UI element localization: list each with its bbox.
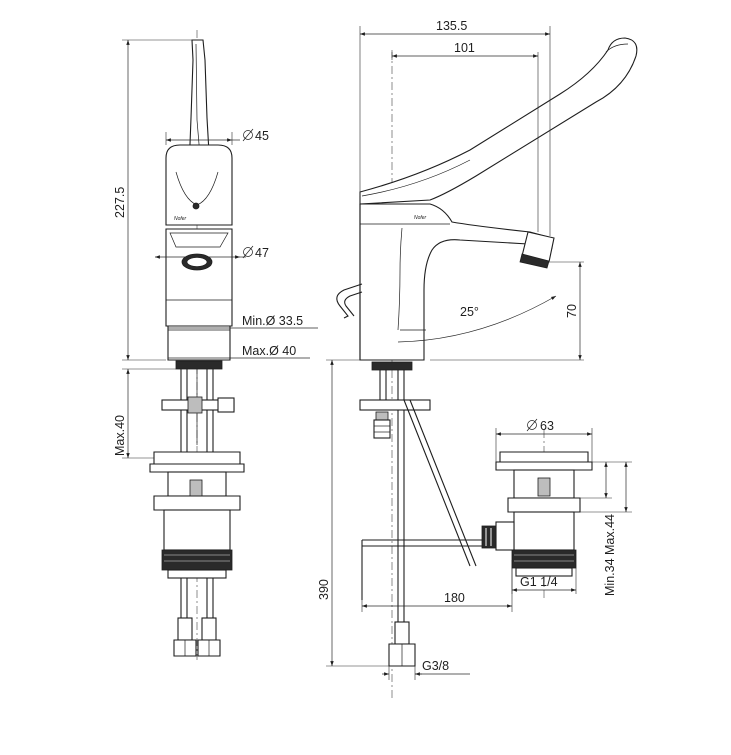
dim-max-hole: Max.Ø 40 [242, 344, 296, 358]
brand-logo-side: Nofer [414, 215, 427, 221]
dim-waste-thread: G1 1/4 [520, 575, 558, 589]
svg-text:Nofer: Nofer [414, 215, 427, 221]
dim-pull-rod: 180 [444, 591, 465, 605]
dim-hose-length: 390 [317, 579, 331, 600]
brand-logo: Nofer [174, 216, 187, 222]
waste-dimensions: 63 Min.34 Max.44 G1 1/4 [495, 418, 632, 596]
diameter-symbol-47 [242, 245, 254, 259]
waste-detail [481, 430, 593, 600]
dim-spout-reach: 101 [454, 41, 475, 55]
dim-lever-diameter: 45 [255, 129, 269, 143]
side-dimensions: 135.5 101 70 390 180 G3/8 [317, 19, 584, 680]
dim-min-base: Min.Ø 33.5 [242, 314, 303, 328]
dim-waste-flange: 63 [540, 419, 554, 433]
dim-overall-length: 135.5 [436, 19, 467, 33]
dim-total-height: 227.5 [113, 187, 127, 218]
dim-spout-height: 70 [565, 304, 579, 318]
front-view: Nofer [149, 30, 245, 660]
dim-waste-min-max: Min.34 Max.44 [603, 514, 617, 596]
side-view: Nofer 25° [336, 37, 638, 700]
dim-body-diameter: 47 [255, 246, 269, 260]
diameter-symbol-45 [242, 128, 254, 142]
dim-max-deck: Max.40 [113, 415, 127, 456]
svg-text:Nofer: Nofer [174, 216, 187, 222]
diameter-symbol-63 [526, 418, 538, 432]
dim-supply-thread: G3/8 [422, 659, 449, 673]
front-dimensions: 227.5 45 47 Min.Ø 33.5 Max.Ø 40 Max.40 [113, 39, 318, 459]
dim-swivel-angle: 25° [460, 305, 479, 319]
